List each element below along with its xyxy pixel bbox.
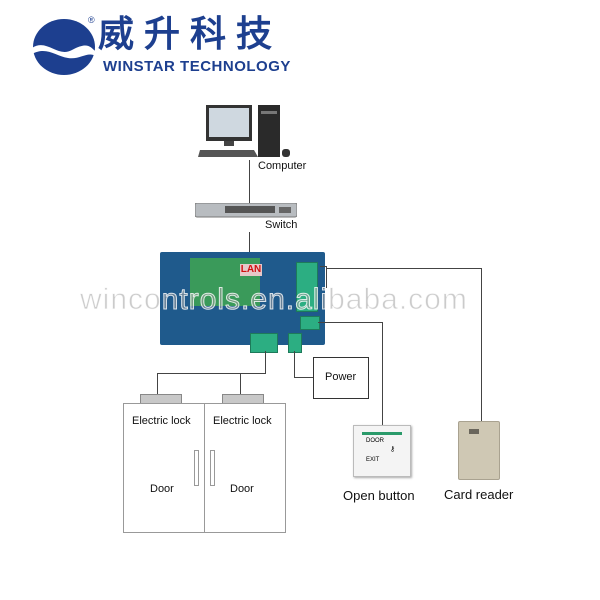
computer-switch-cable [249, 160, 250, 205]
door-right [204, 403, 286, 533]
power-cable [294, 351, 295, 377]
reader-terminal [296, 262, 318, 312]
card-reader-label: Card reader [444, 487, 514, 502]
button-door-text: DOOR [366, 438, 384, 444]
button-exit-text: EXIT [366, 457, 380, 463]
electric-lock-right-label: Electric lock [213, 415, 272, 427]
computer-icon [198, 105, 290, 157]
open-button-label: Open button [343, 488, 415, 503]
winstar-logo-icon [32, 19, 96, 75]
power-terminal [288, 333, 302, 353]
logo-chinese-name: 威升科技 [98, 13, 283, 54]
lock-cable [265, 351, 266, 373]
power-label: Power [325, 371, 357, 383]
card-reader-device [458, 421, 500, 480]
button-terminal [300, 316, 320, 330]
door-right-label: Door [230, 483, 254, 495]
door-handle-left [194, 450, 199, 486]
lock-terminal [250, 333, 278, 353]
electric-lock-left-label: Electric lock [132, 415, 191, 427]
logo-english-name: WINSTAR TECHNOLOGY [103, 58, 291, 75]
network-switch-icon [195, 203, 297, 218]
card-reader-cable [326, 268, 482, 269]
computer-label: Computer [258, 160, 307, 172]
door-left [123, 403, 206, 533]
switch-label: Switch [265, 219, 298, 231]
open-button-device: DOOR ⚷ EXIT [353, 425, 411, 477]
key-icon: ⚷ [390, 446, 396, 453]
open-button-cable [328, 322, 383, 323]
watermark: wincontrols.en.alibaba.com [80, 283, 468, 316]
door-handle-right [210, 450, 215, 486]
lan-label: LAN [240, 264, 262, 276]
power-supply-box [313, 357, 369, 399]
registered-mark: ® [88, 15, 95, 25]
switch-board-cable [249, 232, 250, 258]
door-left-label: Door [150, 483, 174, 495]
